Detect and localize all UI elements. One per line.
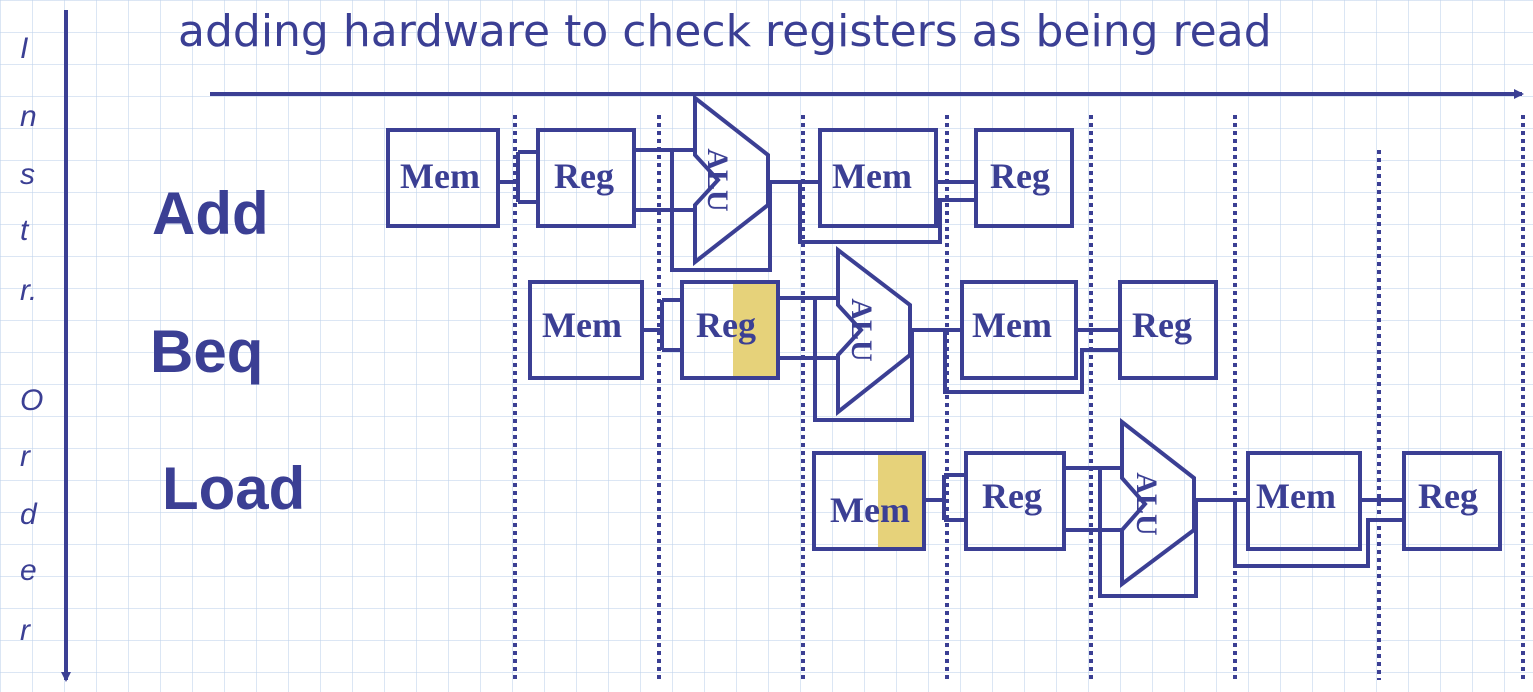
stage-reg-box: [974, 128, 1074, 228]
axis-letter: e: [20, 554, 37, 587]
axis-letter: r: [20, 440, 31, 473]
alu-output-wire: [910, 328, 1120, 394]
alu-output-wire: [768, 180, 976, 244]
stage-reg-box: [1402, 451, 1502, 551]
pipeline-register-wire: [498, 150, 538, 204]
stage-label: Reg: [1132, 305, 1192, 345]
alu-shape: [1120, 417, 1196, 588]
axis-letter: d: [20, 498, 38, 531]
alu-label: ALU: [1130, 472, 1163, 535]
stage-label: Reg: [554, 156, 614, 196]
alu-shape: [836, 245, 912, 417]
mem-fetch-highlight: [878, 455, 924, 547]
stage-label: Mem: [972, 305, 1052, 345]
stage-mem-box: [386, 128, 500, 228]
stage-label: Mem: [542, 305, 622, 345]
alu-input-wires: [634, 148, 772, 272]
stage-reg-box-highlighted: [680, 280, 780, 380]
register-read-highlight: [733, 284, 779, 376]
axis-letter: r: [20, 614, 31, 647]
alu-input-wires: [1064, 466, 1198, 598]
pipeline-register-wire: [642, 298, 682, 352]
stage-mem-box: [818, 128, 938, 228]
axis-letter: O: [20, 384, 43, 417]
axis-letter: n: [20, 100, 37, 133]
instruction-name: Beq: [150, 318, 263, 385]
pipeline-register-wire: [924, 473, 966, 522]
axis-letter: s: [20, 158, 35, 191]
stage-label: Reg: [1418, 476, 1478, 516]
instruction-order-label: I n s t r. O r d e r: [20, 32, 43, 647]
alu-output-wire: [1194, 498, 1404, 568]
stage-label: Mem: [1256, 476, 1336, 516]
instruction-name: Load: [162, 455, 305, 522]
stage-reg-box: [964, 451, 1066, 551]
alu-label: ALU: [845, 298, 878, 361]
alu-label: ALU: [701, 148, 734, 211]
stage-label: Reg: [696, 305, 756, 345]
alu-input-wires: [778, 296, 914, 422]
cycle-dividers: [513, 115, 1525, 680]
stage-reg-box: [1118, 280, 1218, 380]
alu-shape: [693, 93, 770, 267]
axis-letter: r.: [20, 274, 37, 307]
pipeline-row-add: Mem Reg ALU Mem Reg: [386, 93, 1074, 272]
stage-reg-box: [536, 128, 636, 228]
stage-label: Mem: [830, 490, 910, 530]
slide-title: adding hardware to check registers as be…: [178, 6, 1272, 57]
stage-label: Reg: [982, 476, 1042, 516]
instruction-name: Add: [152, 180, 269, 247]
stage-label: Mem: [400, 156, 480, 196]
axis-letter: I: [20, 32, 28, 65]
stage-label: Reg: [990, 156, 1050, 196]
axis-letter: t: [20, 214, 30, 247]
pipeline-row-load: Mem Reg ALU Mem Reg: [812, 417, 1502, 598]
stage-label: Mem: [832, 156, 912, 196]
pipeline-row-beq: Mem Reg ALU Mem Reg: [528, 245, 1218, 422]
